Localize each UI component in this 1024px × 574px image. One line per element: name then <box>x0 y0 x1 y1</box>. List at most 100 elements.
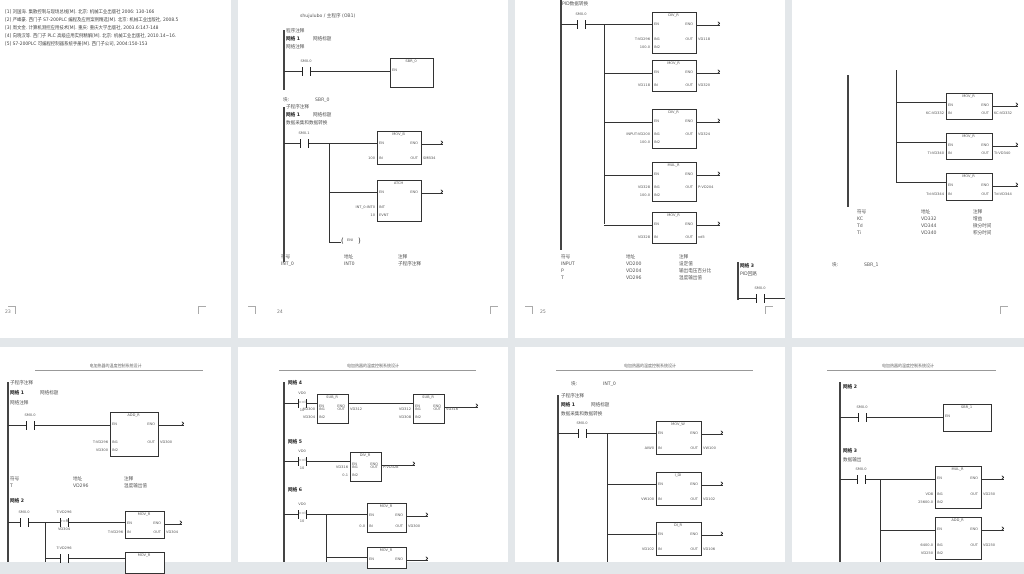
compare-operator: ==I <box>298 511 306 515</box>
network-comment: PID回路 <box>740 272 757 277</box>
pin-eno: ENO <box>685 70 693 74</box>
table-header: 注释 <box>973 210 983 215</box>
input-operand: VD304 <box>302 415 315 419</box>
document-page-1[interactable] <box>0 0 231 338</box>
pin-input: IN1 <box>319 407 326 411</box>
table-header: 注释 <box>398 255 408 260</box>
reference-item: [5] S7-200PLC 可编程控制器系统手册[M]. 西门子公司, 2004… <box>5 42 148 47</box>
contact-label: SM0.0 <box>18 510 30 514</box>
wire <box>586 24 652 25</box>
table-cell: 设定值 <box>679 262 693 267</box>
function-block[interactable] <box>367 503 407 533</box>
table-cell: 输出电压百分比 <box>679 269 712 274</box>
function-block[interactable] <box>656 421 702 455</box>
function-block[interactable] <box>946 93 993 120</box>
function-block[interactable] <box>652 162 697 202</box>
pin-en: EN <box>369 513 374 517</box>
function-block[interactable] <box>943 404 992 432</box>
output-arrow-icon: › <box>1015 180 1019 190</box>
pin-input: IN1 <box>654 37 661 41</box>
input-operand: 100.0 <box>639 140 650 144</box>
pin-input: IN2 <box>415 415 422 419</box>
pin-input: EVNT <box>379 213 389 217</box>
table-cell: Ti <box>857 231 861 236</box>
block-name: SUB_R <box>326 395 338 399</box>
block-name: SBR_0 <box>405 59 417 63</box>
header-rule <box>278 370 476 371</box>
contact-bar <box>308 139 309 148</box>
contact-bar <box>764 294 765 303</box>
function-block[interactable] <box>377 180 422 222</box>
contact-bar <box>756 294 757 303</box>
function-block[interactable] <box>946 173 993 201</box>
table-cell: VD296 <box>73 484 89 489</box>
input-operand: Ti:VD340 <box>927 151 944 155</box>
function-block[interactable] <box>652 12 697 54</box>
wire <box>866 479 935 480</box>
function-block[interactable] <box>317 394 349 424</box>
wire <box>765 298 785 299</box>
block-name: SBR_1 <box>864 263 879 268</box>
table-cell: INT0 <box>344 262 355 267</box>
function-block[interactable] <box>377 131 422 165</box>
document-page-8[interactable] <box>792 347 1024 562</box>
function-block[interactable] <box>413 394 445 424</box>
compare-operand: 10 <box>299 466 305 470</box>
block-name: SBR_1 <box>960 405 973 409</box>
document-page-2[interactable] <box>238 0 508 338</box>
output-arrow-icon: › <box>181 419 185 429</box>
table-cell: VD344 <box>921 224 937 229</box>
wire <box>896 142 946 143</box>
function-block[interactable] <box>652 60 697 92</box>
pin-input: IN2 <box>937 551 944 555</box>
pin-input: IN <box>127 530 131 534</box>
input-operand: 10 <box>370 213 375 217</box>
eno-wire <box>421 144 443 145</box>
power-rail <box>283 107 285 262</box>
pin-en: EN <box>352 462 357 466</box>
table-cell: VD296 <box>626 276 642 281</box>
contact-label: VD0 <box>298 449 306 453</box>
document-page-3[interactable] <box>515 0 785 338</box>
table-cell: P <box>561 269 564 274</box>
wire <box>604 122 652 123</box>
wire <box>607 484 656 485</box>
pin-input: INT <box>379 205 385 209</box>
function-block[interactable] <box>935 517 982 560</box>
function-block[interactable] <box>652 212 697 244</box>
contact-bar <box>60 518 61 527</box>
output-operand: P:VD328 <box>383 465 399 469</box>
reference-item: [1] 刘国海. 集散控制与现场总线[M]. 北京: 机械工业出版社 2006:… <box>5 10 155 15</box>
function-block[interactable] <box>656 522 702 556</box>
function-block[interactable] <box>656 472 702 506</box>
pin-input: IN2 <box>937 500 944 504</box>
function-block[interactable] <box>110 412 159 457</box>
pin-eno: ENO <box>153 521 161 525</box>
wire <box>326 514 327 562</box>
contact-bar <box>306 399 307 408</box>
pin-output: OUT <box>410 156 418 160</box>
output-arrow-icon: › <box>720 479 724 489</box>
function-block[interactable] <box>125 511 165 539</box>
input-operand: T:VD296 <box>107 530 123 534</box>
wire <box>329 242 341 243</box>
document-page-7[interactable] <box>515 347 785 562</box>
block-name: MUL_R <box>951 467 964 471</box>
function-block[interactable] <box>390 58 434 88</box>
function-block[interactable] <box>350 452 382 482</box>
pin-output: OUT <box>685 37 693 41</box>
input-operand: VD250 <box>920 551 933 555</box>
function-block[interactable] <box>935 466 982 509</box>
pin-input: IN <box>654 235 658 239</box>
input-operand: 0.1 <box>342 473 348 477</box>
wire <box>284 403 298 404</box>
document-page-4[interactable] <box>792 0 1024 338</box>
pin-eno: ENO <box>395 557 403 561</box>
network-label: 网络 1 <box>286 37 300 42</box>
wire <box>8 522 20 523</box>
pin-eno: ENO <box>981 103 989 107</box>
input-operand: VD118 <box>637 83 650 87</box>
function-block[interactable] <box>652 109 697 149</box>
output-operand: VD304 <box>166 530 179 534</box>
